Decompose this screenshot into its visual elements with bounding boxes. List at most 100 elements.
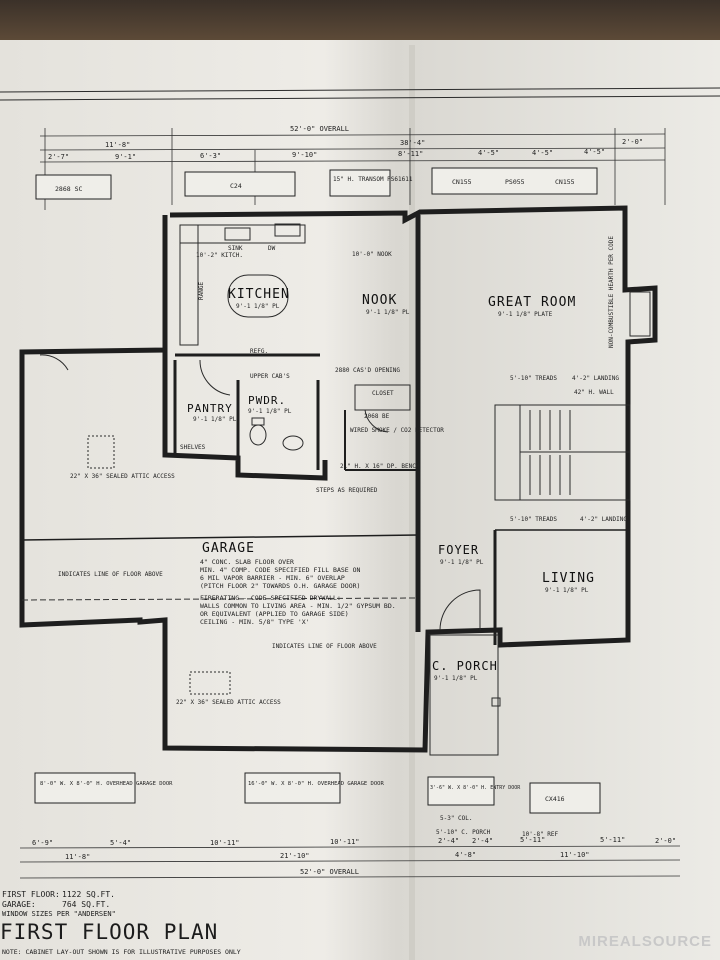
room-powder-plate: 9'-1 1/8" PL: [248, 408, 292, 415]
row2-dim-5: 4'-5": [478, 149, 499, 157]
room-nook-plate: 9'-1 1/8" PL: [366, 309, 410, 316]
bottom-dim2-0: 11'-8": [65, 853, 90, 861]
room-living-plate: 9'-1 1/8" PL: [545, 587, 589, 594]
garage-notes: 4" CONC. SLAB FLOOR OVER MIN. 4" COMP. C…: [200, 558, 396, 626]
row2-dim-4: 8'-11": [398, 150, 423, 158]
note-ref: 10'-8" REF: [522, 831, 559, 838]
bottom-dim-7: 5'-11": [600, 836, 625, 844]
room-nook: NOOK: [362, 293, 397, 308]
note-dw: DW: [268, 245, 276, 252]
row2-dim-7: 4'-5": [584, 148, 605, 156]
note-upper-cabs: UPPER CAB'S: [250, 373, 290, 380]
note-landing-2: 4'-2" LANDING: [580, 516, 627, 523]
note-nook-dim: 10'-0" NOOK: [352, 251, 392, 258]
room-pantry: PANTRY: [187, 402, 233, 415]
room-covered-porch: C. PORCH: [432, 659, 498, 673]
door-tags: 8'-0" W. X 8'-0" H. OVERHEAD GARAGE DOOR…: [34, 772, 601, 838]
note-refg: REFG.: [250, 348, 268, 355]
note-attic-access-2: 22" X 36" SEALED ATTIC ACCESS: [176, 699, 281, 706]
window-tag-5: PS055: [505, 178, 525, 186]
window-tags: 2868 SC C24 15" H. TRANSOM PS61611 CN155…: [35, 167, 598, 200]
row2-dim-1: 9'-1": [115, 153, 136, 161]
garage-note-3: (PITCH FLOOR 2" TOWARDS O.H. GARAGE DOOR…: [200, 582, 360, 590]
door-tag-entry: 3'-6" W. X 8'-0" H. ENTRY DOOR: [430, 785, 521, 791]
bottom-dim-3: 10'-11": [330, 838, 360, 846]
garage-area-value: 764 SQ.FT.: [62, 900, 111, 909]
row2-dim-3: 9'-10": [292, 151, 317, 159]
note-treads-2: 5'-10" TREADS: [510, 516, 557, 523]
room-great-room-plate: 9'-1 1/8" PLATE: [498, 311, 553, 318]
row2-dim-2: 6'-3": [200, 152, 221, 160]
room-kitchen-plate: 9'-1 1/8" PL: [236, 303, 280, 310]
note-treads-1: 5'-10" TREADS: [510, 375, 557, 382]
note-kitch-dim: 10'-2" KITCH.: [196, 252, 243, 259]
bottom-dim2-4: 2'-0": [655, 837, 676, 845]
garage-note-7: CEILING - MIN. 5/8" TYPE 'X': [200, 618, 310, 626]
bottom-dim-2: 10'-11": [210, 839, 240, 847]
garage-note-0: 4" CONC. SLAB FLOOR OVER: [200, 558, 294, 566]
bottom-dim-0: 6'-9": [32, 839, 53, 847]
first-floor-area-value: 1122 SQ.FT.: [62, 890, 115, 899]
garage-note-4: FIRERATING - CODE SPECIFIED DRYWALL:: [200, 594, 341, 602]
row2-dim-0: 2'-7": [48, 153, 69, 161]
room-great-room: GREAT ROOM: [488, 295, 576, 310]
note-shelves: SHELVES: [180, 444, 206, 451]
room-pantry-plate: 9'-1 1/8" PL: [193, 416, 237, 423]
garage-note-1: MIN. 4" COMP. CODE SPECIFIED FILL BASE O…: [200, 566, 361, 574]
note-sink: SINK: [228, 245, 243, 252]
top-dimensions: 52'-0" OVERALL 11'-8" 38'-4" 2'-0" 2'-7"…: [39, 125, 666, 210]
watermark-logo: MIREALSOURCE: [578, 933, 712, 950]
window-tag-7: CX416: [545, 795, 565, 803]
garage-note-6: OR EQUIVALENT (APPLIED TO GARAGE SIDE): [200, 610, 349, 618]
note-column: 5-3" COL.: [440, 815, 473, 822]
window-tag-3: 15" H. TRANSOM PS61611: [333, 176, 413, 183]
exterior-walls: [19, 205, 658, 756]
note-bench: 21" H. X 16" DP. BENCH: [340, 463, 420, 470]
room-labels: KITCHEN 9'-1 1/8" PL NOOK 9'-1 1/8" PL G…: [187, 287, 595, 682]
note-42-wall: 42" H. WALL: [574, 389, 614, 396]
window-tag-6: CN155: [555, 178, 575, 186]
window-tag-4: CN155: [452, 178, 472, 186]
bottom-dim2-2: 4'-8": [455, 851, 476, 859]
note-attic-access-1: 22" X 36" SEALED ATTIC ACCESS: [70, 473, 175, 480]
garage-area-label: GARAGE:: [2, 900, 36, 909]
sheet-title: FIRST FLOOR PLAN: [0, 920, 219, 944]
note-floor-line-2: INDICATES LINE OF FLOOR ABOVE: [272, 643, 377, 650]
note-landing-1: 4'-2" LANDING: [572, 375, 619, 382]
window-tag-1: 2868 SC: [55, 185, 82, 193]
edge-top-dim: 2'-0": [622, 138, 643, 146]
first-floor-area-label: FIRST FLOOR:: [2, 890, 60, 899]
window-sizes-note: WINDOW SIZES PER "ANDERSEN": [2, 910, 116, 918]
left-top-dim: 11'-8": [105, 141, 130, 149]
note-range: RANGE: [198, 282, 205, 300]
note-smoke-detector: WIRED SMOKE / CO2 DETECTOR: [350, 427, 444, 434]
note-steps: STEPS AS REQUIRED: [316, 487, 378, 494]
room-garage: GARAGE: [202, 541, 255, 556]
title-block: FIRST FLOOR: 1122 SQ.FT. GARAGE: 764 SQ.…: [0, 888, 720, 960]
garage-note-5: WALLS COMMON TO LIVING AREA - MIN. 1/2" …: [200, 602, 396, 610]
note-cased-opening: 2880 CAS'D OPENING: [335, 367, 400, 374]
garage-note-2: 6 MIL VAPOR BARRIER - MIN. 6" OVERLAP: [200, 574, 345, 582]
note-door-2068: 2068 BE: [364, 413, 390, 420]
bottom-dimensions: 6'-9" 5'-4" 10'-11" 10'-11" 2'-4" 2'-4" …: [19, 836, 681, 879]
plan-notes: SINK DW 10'-2" KITCH. 10'-0" NOOK REFG. …: [58, 236, 627, 706]
door-tag-ohd-1: 8'-0" W. X 8'-0" H. OVERHEAD GARAGE DOOR: [40, 781, 173, 787]
room-foyer-plate: 9'-1 1/8" PL: [440, 559, 484, 566]
row2-dim-6: 4'-5": [532, 149, 553, 157]
bottom-dim2-1: 21'-10": [280, 852, 310, 860]
room-porch-plate: 9'-1 1/8" PL: [434, 675, 478, 682]
overall-top-dim: 52'-0" OVERALL: [290, 125, 349, 133]
note-floor-line-1: INDICATES LINE OF FLOOR ABOVE: [58, 571, 163, 578]
bottom-dim-1: 5'-4": [110, 839, 131, 847]
bottom-dim2-3: 11'-10": [560, 851, 590, 859]
bottom-dim-5: 2'-4": [472, 837, 493, 845]
bottom-dim-4: 2'-4": [438, 837, 459, 845]
note-closet: CLOSET: [372, 390, 394, 397]
room-kitchen: KITCHEN: [228, 287, 290, 302]
overall-bottom-dim: 52'-0" OVERALL: [300, 868, 359, 876]
cabinet-note: NOTE: CABINET LAY-OUT SHOWN IS FOR ILLUS…: [2, 948, 241, 956]
window-tag-2: C24: [230, 182, 242, 190]
room-living: LIVING: [542, 571, 595, 586]
right-top-dim: 38'-4": [400, 139, 425, 147]
